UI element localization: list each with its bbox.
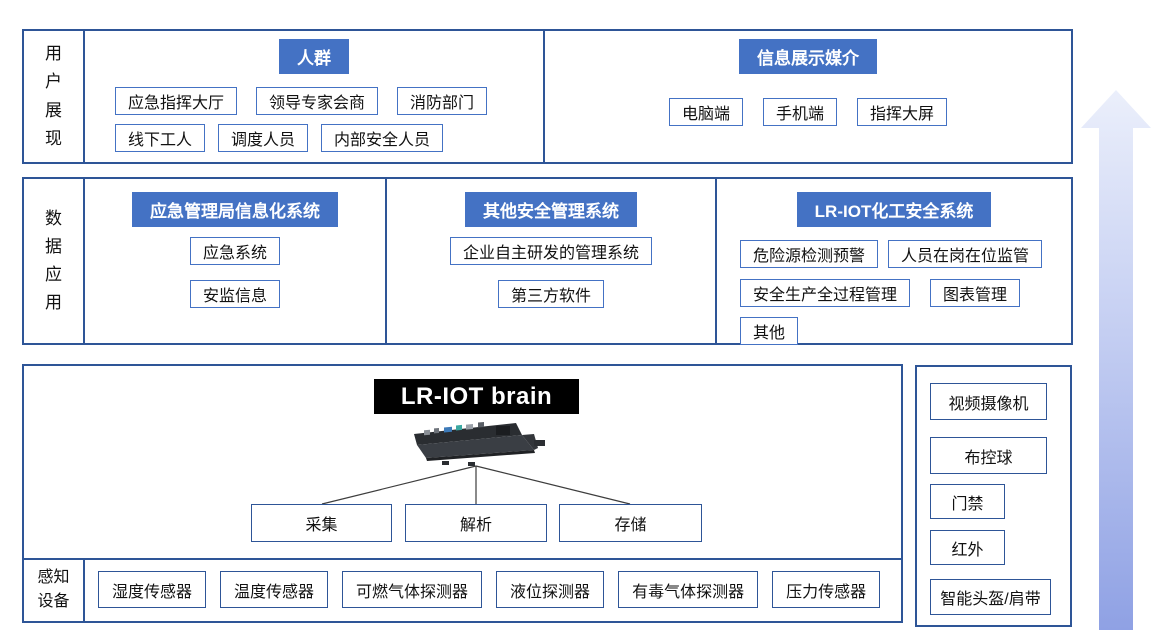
media-item: 手机端 [762, 98, 837, 126]
brain-function-box: 解析 [405, 504, 547, 542]
crowd-item: 应急指挥大厅 [115, 87, 238, 115]
brain-function-box: 采集 [251, 504, 392, 542]
crowd-item: 领导专家会商 [256, 87, 379, 115]
up-arrow-graphic [1081, 90, 1151, 630]
sensor-row: 湿度传感器 温度传感器 可燃气体探测器 液位探测器 有毒气体探测器 压力传感器 [85, 558, 901, 621]
crowd-region: 人群 应急指挥大厅 领导专家会商 消防部门 线下工人 调度人员 内部安全人员 [85, 31, 545, 162]
column-other-safety-systems: 其他安全管理系统 企业自主研发的管理系统 第三方软件 [387, 179, 717, 343]
data-application-label-cell: 数据应用 [24, 179, 85, 343]
media-region: 信息展示媒介 电脑端 手机端 指挥大屏 [545, 31, 1071, 162]
crowd-item: 调度人员 [218, 124, 309, 152]
column-emergency-bureau: 应急管理局信息化系统 应急系统 安监信息 [85, 179, 387, 343]
band-user-display: 用户展现 人群 应急指挥大厅 领导专家会商 消防部门 线下工人 调度人员 内部安… [22, 29, 1073, 164]
sensor-box: 可燃气体探测器 [342, 571, 483, 608]
sensor-box: 温度传感器 [220, 571, 329, 608]
sensing-label-cell: 感知设备 [24, 558, 85, 621]
column-item: 安监信息 [189, 280, 280, 308]
crowd-item: 线下工人 [115, 124, 206, 152]
user-display-label-cell: 用户展现 [24, 31, 85, 162]
brain-function-box: 存储 [559, 504, 702, 542]
sensor-box: 液位探测器 [496, 571, 605, 608]
media-header: 信息展示媒介 [739, 39, 877, 74]
column-item: 危险源检测预警 [740, 240, 879, 268]
data-application-label: 数据应用 [45, 208, 62, 313]
crowd-header: 人群 [279, 39, 349, 74]
rack-server-icon [414, 422, 545, 466]
column-lriot-chemical-safety: LR-IOT化工安全系统 危险源检测预警 人员在岗在位监管 安全生产全过程管理 … [717, 179, 1071, 345]
band-capture-devices: 视频摄像机 布控球 门禁 红外 智能头盔/肩带 [915, 365, 1072, 627]
capture-device-box: 智能头盔/肩带 [930, 579, 1051, 615]
brain-title-banner: LR-IOT brain [374, 379, 579, 414]
column-header: 应急管理局信息化系统 [132, 192, 338, 227]
column-item: 应急系统 [189, 237, 280, 265]
capture-device-box: 布控球 [930, 437, 1047, 474]
crowd-item: 内部安全人员 [321, 124, 444, 152]
capture-device-box: 视频摄像机 [930, 383, 1047, 420]
column-item: 安全生产全过程管理 [740, 279, 911, 307]
column-item: 图表管理 [930, 279, 1021, 307]
media-item: 指挥大屏 [857, 98, 948, 126]
sensor-box: 有毒气体探测器 [618, 571, 759, 608]
sensor-box: 压力传感器 [772, 571, 881, 608]
crowd-item: 消防部门 [397, 87, 488, 115]
column-item: 人员在岗在位监管 [888, 240, 1043, 268]
band-data-application: 数据应用 应急管理局信息化系统 应急系统 安监信息 其他安全管理系统 企业自主研… [22, 177, 1073, 345]
sensing-divider [24, 558, 901, 560]
capture-device-box: 红外 [930, 530, 1005, 565]
sensor-box: 湿度传感器 [98, 571, 207, 608]
column-item: 其他 [740, 317, 799, 345]
column-item: 第三方软件 [497, 280, 604, 308]
sensing-label: 感知设备 [37, 568, 70, 610]
column-header: LR-IOT化工安全系统 [796, 192, 992, 227]
user-display-label: 用户展现 [45, 44, 62, 148]
media-item: 电脑端 [668, 98, 743, 126]
column-item: 企业自主研发的管理系统 [449, 237, 652, 265]
capture-device-box: 门禁 [930, 484, 1005, 519]
column-header: 其他安全管理系统 [465, 192, 637, 227]
band-brain-sensing: LR-IOT brain 采集 解析 存储 感知设备 湿度传感器 温度传感器 [22, 364, 903, 623]
